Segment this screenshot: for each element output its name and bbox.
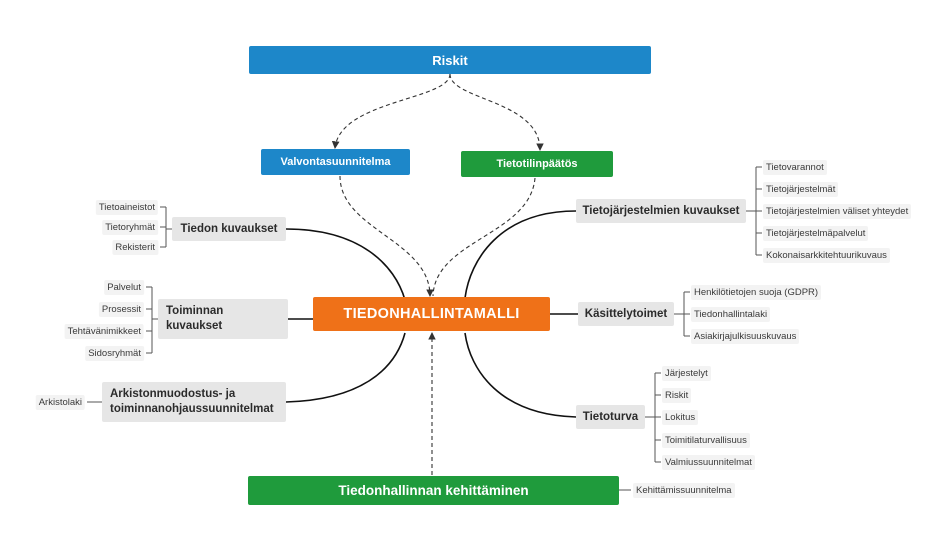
archive-plans-leaf-1: Arkistolaki — [35, 395, 85, 410]
branch-security — [464, 332, 577, 418]
operation-descriptions-leaf-4: Sidosryhmät — [85, 346, 144, 361]
development-banner: Tiedonhallinnan kehittäminen — [248, 476, 619, 505]
info-statement-to-center-arrow — [432, 177, 536, 297]
info-descriptions-node: Tiedon kuvaukset — [172, 217, 286, 241]
archive-plans-label-line2: toiminnanohjaussuunnitelmat — [110, 403, 274, 415]
security-leaf-4: Toimitilaturvallisuus — [662, 433, 750, 448]
branch-system-descriptions — [464, 210, 577, 299]
system-descriptions-bracket — [746, 166, 762, 256]
control-plan-box: Valvontasuunnitelma — [261, 149, 410, 175]
operation-descriptions-leaf-1: Palvelut — [104, 280, 144, 295]
security-leaf-1: Järjestelyt — [662, 366, 711, 381]
system-descriptions-leaf-2: Tietojärjestelmät — [763, 182, 839, 197]
processing-actions-node: Käsittelytoimet — [578, 302, 674, 326]
security-leaf-3: Lokitus — [662, 410, 699, 425]
security-node: Tietoturva — [576, 405, 645, 429]
processing-actions-bracket — [674, 291, 690, 337]
operation-descriptions-bracket — [146, 286, 158, 354]
info-statement-box: Tietotilinpäätös — [461, 151, 613, 177]
risks-to-control-plan-arrow — [331, 73, 451, 149]
info-descriptions-leaf-1: Tietoaineistot — [95, 200, 158, 215]
archive-plans-node: Arkistonmuodostus- ja toiminnanohjaussuu… — [102, 382, 286, 422]
processing-actions-leaf-1: Henkilötietojen suoja (GDPR) — [691, 285, 822, 300]
control-plan-to-center-arrow — [339, 175, 434, 297]
branch-info-descriptions — [285, 228, 406, 301]
risks-to-info-statement-arrow — [449, 73, 544, 151]
branch-archive-plans — [285, 332, 406, 403]
operation-descriptions-leaf-3: Tehtävänimikkeet — [64, 324, 144, 339]
info-descriptions-bracket — [160, 206, 172, 248]
security-leaf-2: Riskit — [662, 388, 692, 403]
processing-actions-leaf-2: Tiedonhallintalaki — [691, 307, 771, 322]
system-descriptions-leaf-4: Tietojärjestelmäpalvelut — [763, 226, 869, 241]
processing-actions-leaf-3: Asiakirjajulkisuuskuvaus — [691, 329, 800, 344]
center-node: TIEDONHALLINTAMALLI — [313, 297, 550, 331]
operation-descriptions-leaf-2: Prosessit — [98, 302, 144, 317]
system-descriptions-node: Tietojärjestelmien kuvaukset — [576, 199, 746, 223]
operation-descriptions-node: Toiminnan kuvaukset — [158, 299, 288, 339]
development-leaf: Kehittämissuunnitelma — [633, 483, 735, 498]
security-leaf-5: Valmiussuunnitelmat — [662, 455, 755, 470]
system-descriptions-leaf-1: Tietovarannot — [763, 160, 827, 175]
operation-descriptions-label-line1: Toiminnan — [166, 305, 224, 317]
archive-plans-label-line1: Arkistonmuodostus- ja — [110, 388, 236, 400]
info-descriptions-leaf-3: Rekisterit — [112, 240, 158, 255]
operation-descriptions-label-line2: kuvaukset — [166, 320, 223, 332]
system-descriptions-leaf-3: Tietojärjestelmien väliset yhteydet — [763, 204, 912, 219]
security-bracket — [645, 372, 661, 463]
risks-banner: Riskit — [249, 46, 651, 74]
system-descriptions-leaf-5: Kokonaisarkkitehtuurikuvaus — [763, 248, 890, 263]
info-descriptions-leaf-2: Tietoryhmät — [102, 220, 158, 235]
